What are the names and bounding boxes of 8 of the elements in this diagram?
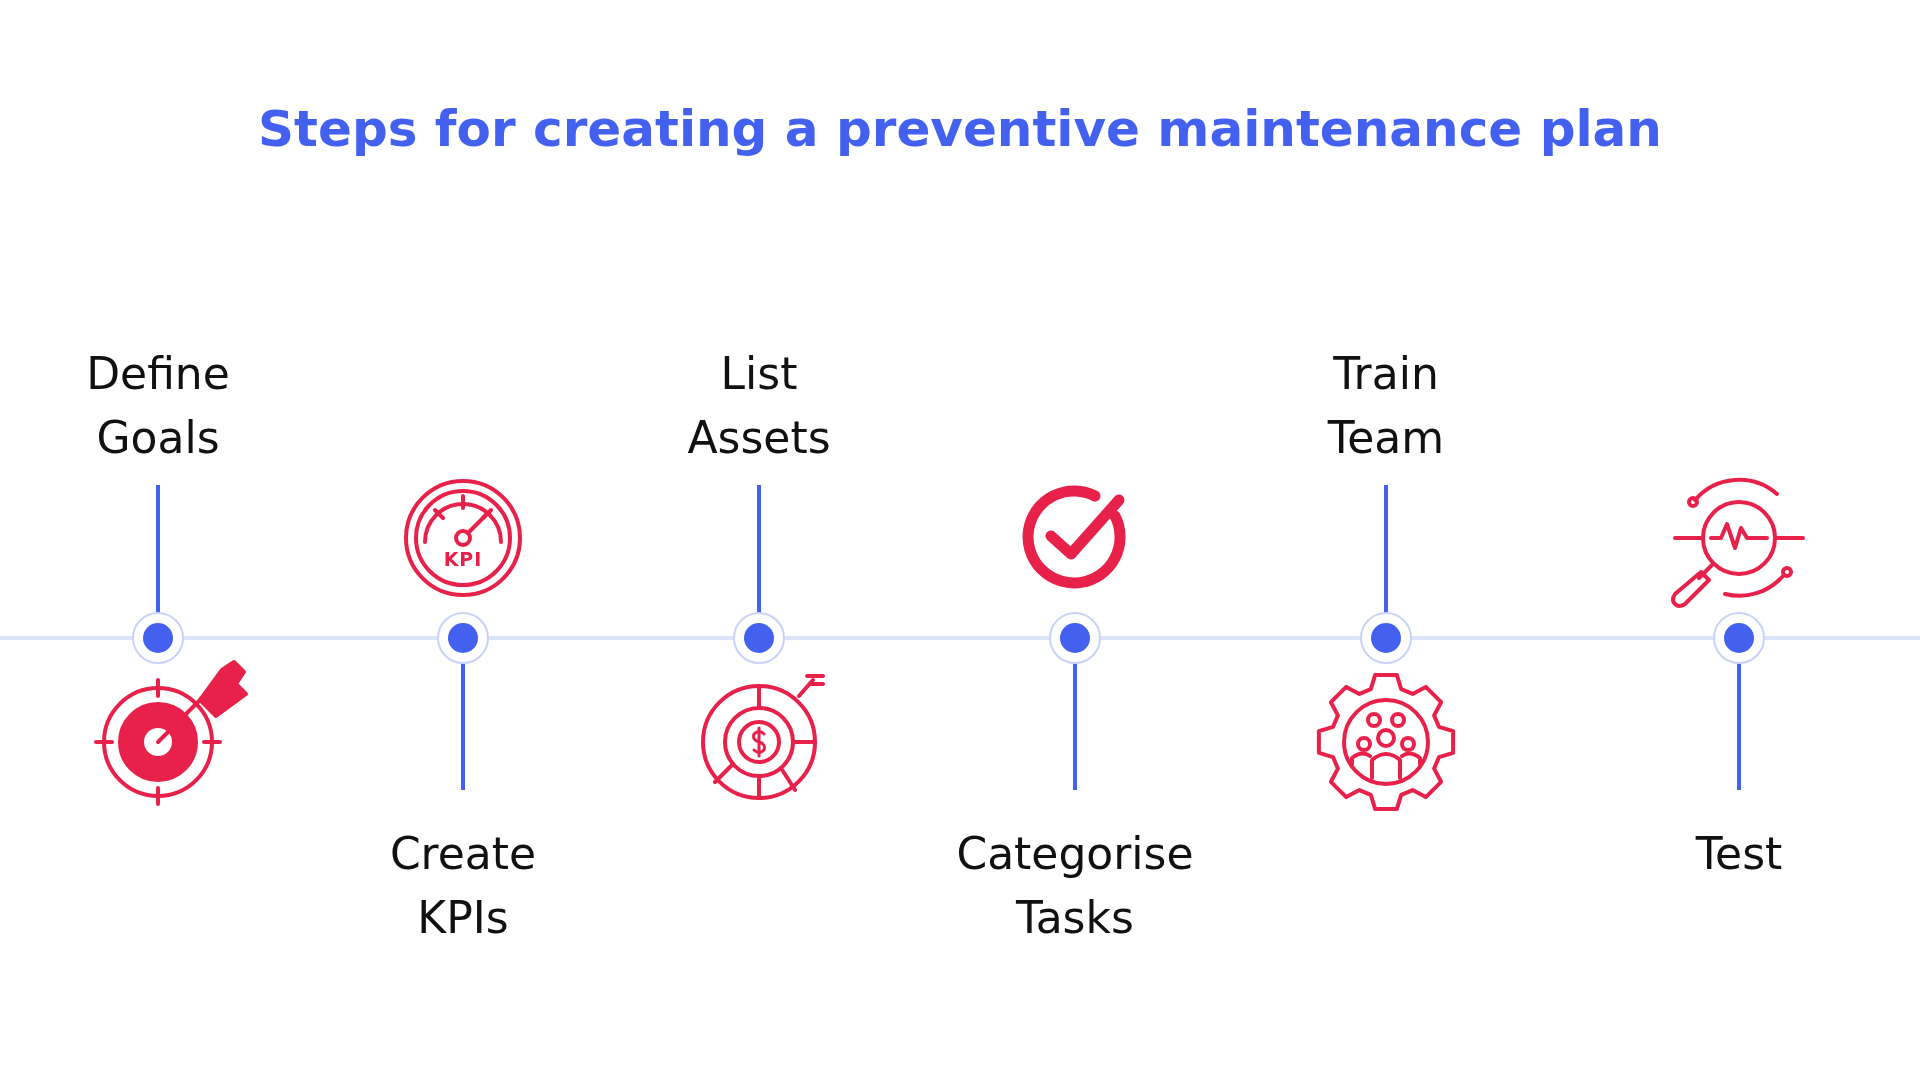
step-label: List Assets: [687, 347, 831, 465]
icon-caption: KPI: [443, 548, 483, 570]
step-label: Categorise Tasks: [956, 827, 1194, 945]
step-label: Define Goals: [86, 347, 230, 465]
step-label: Train Team: [1327, 347, 1445, 465]
step-label: Create KPIs: [389, 827, 537, 945]
diagram-title: Steps for creating a preventive maintenance plan: [258, 100, 1662, 158]
step-label: Test: [1695, 827, 1783, 881]
